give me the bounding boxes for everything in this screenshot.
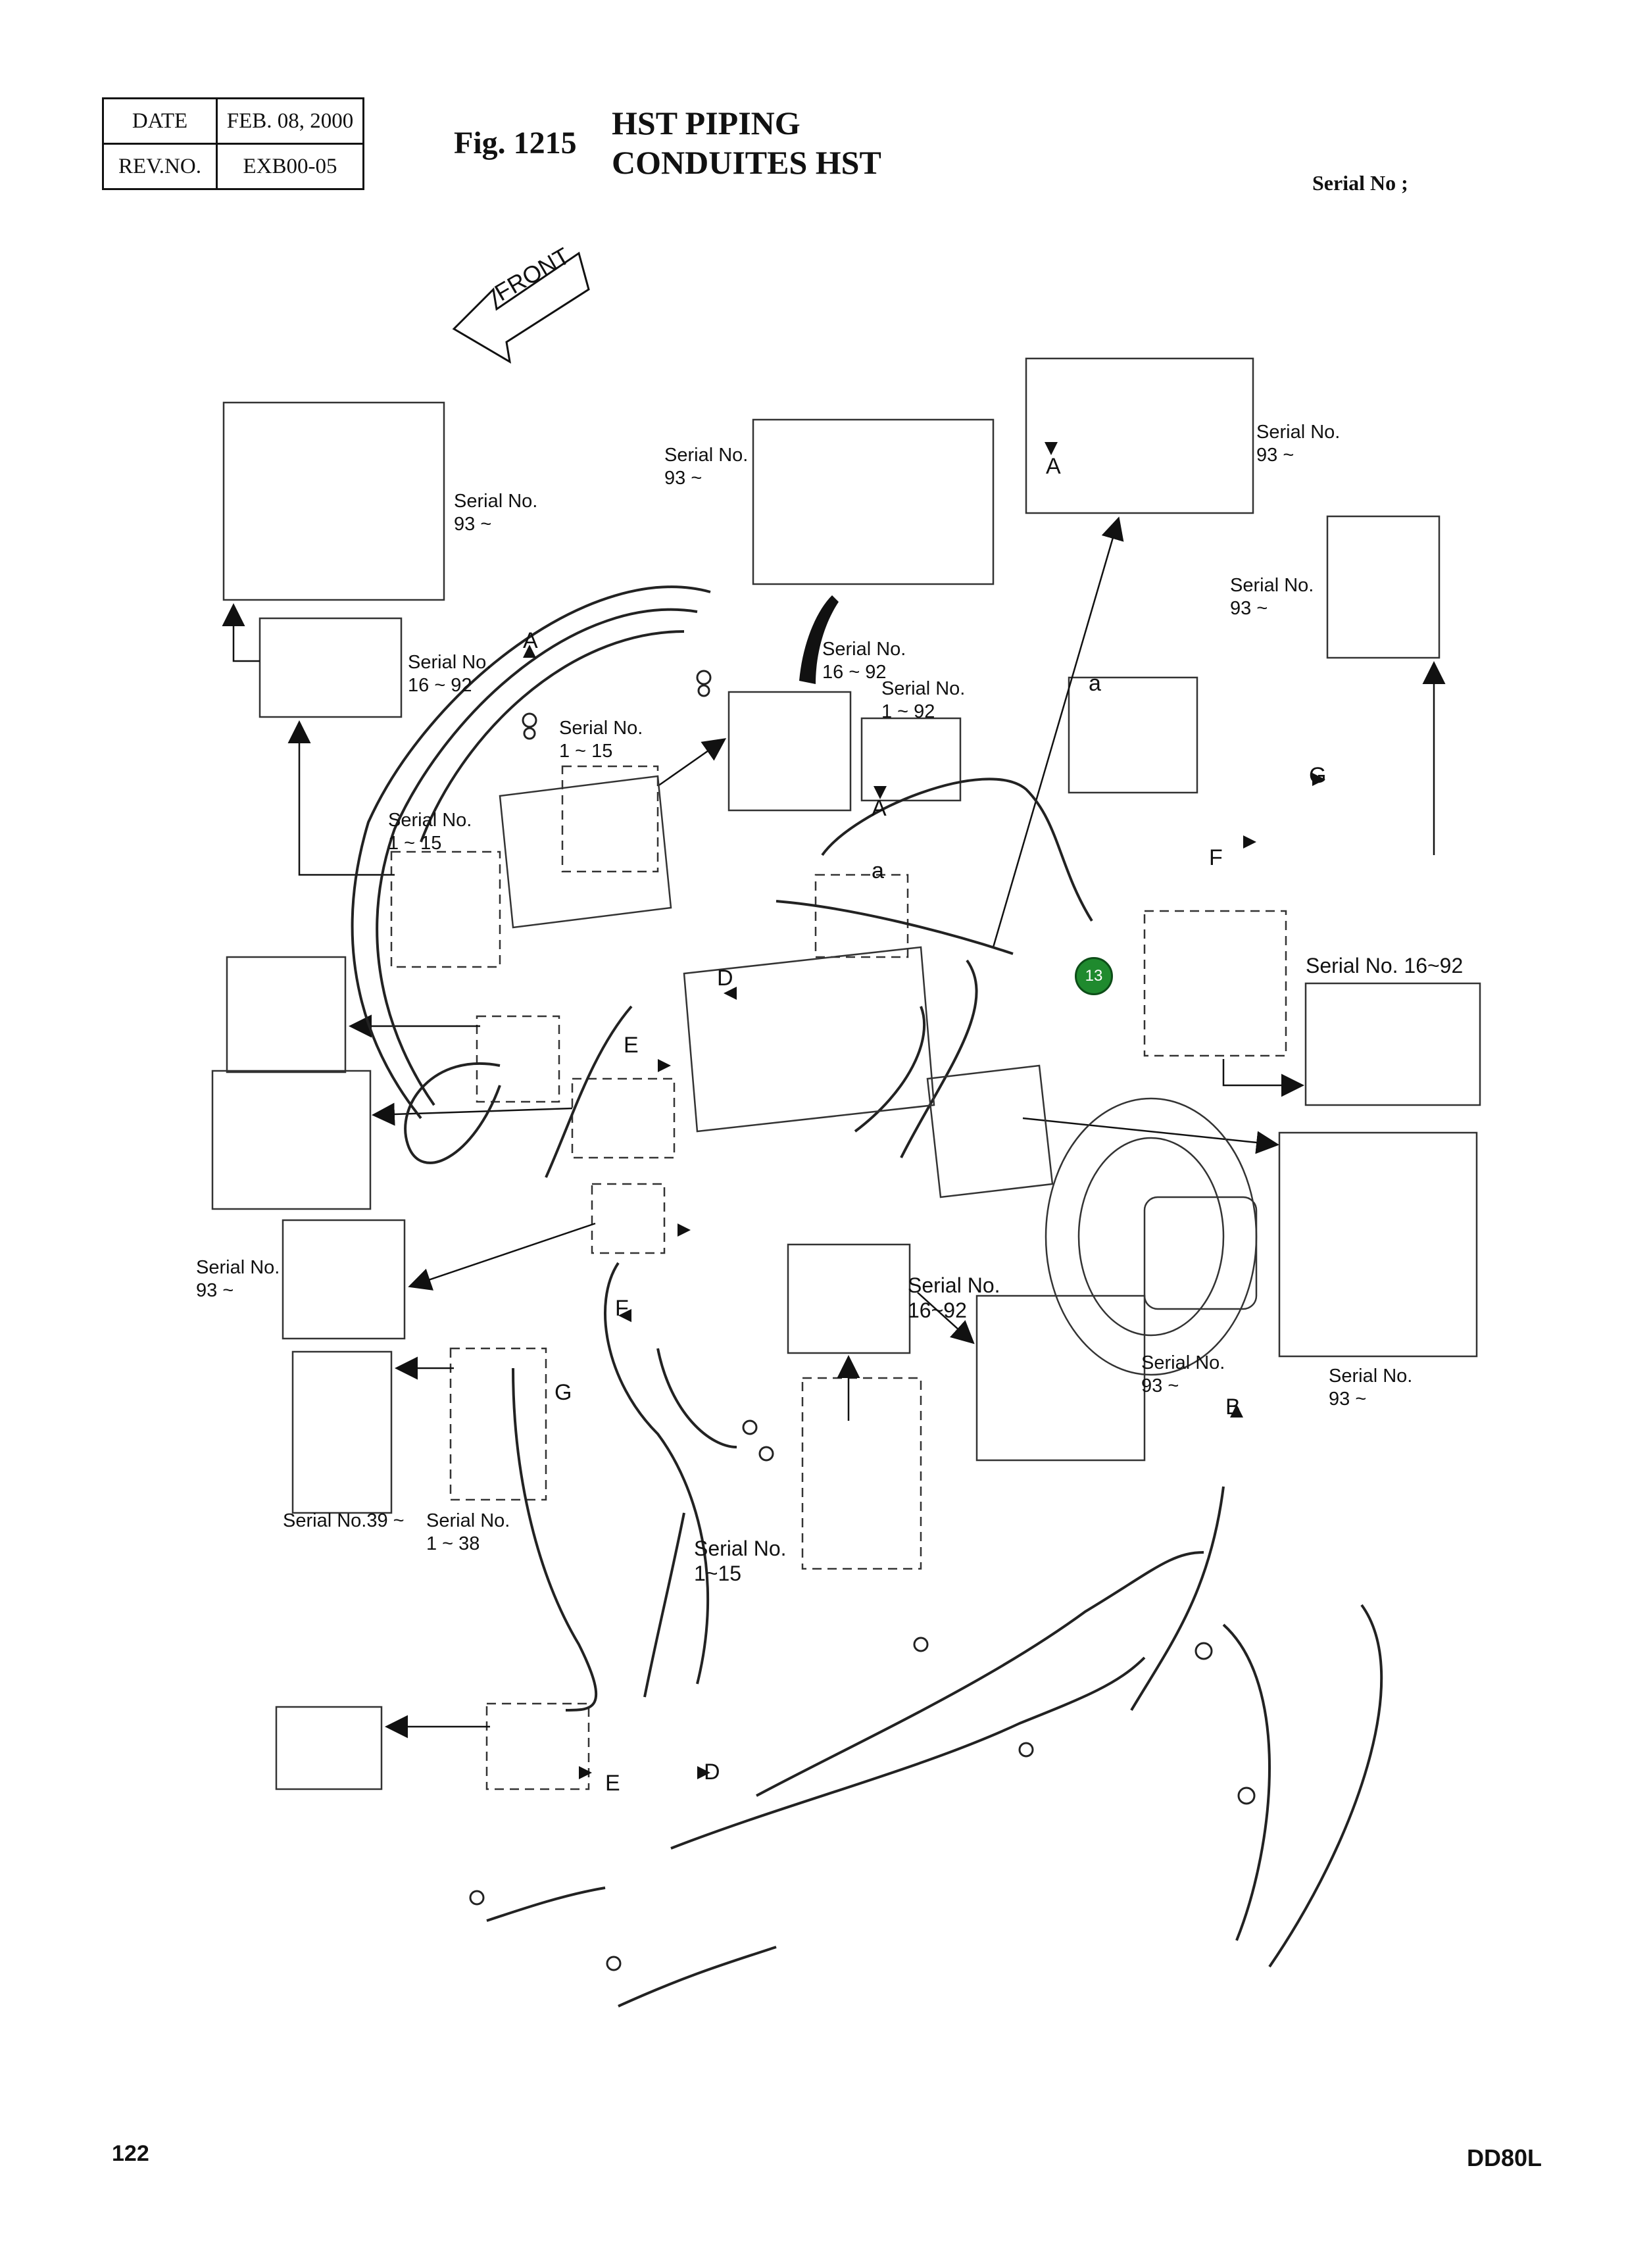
detail-box-top-left bbox=[222, 401, 445, 601]
view-letter-a-1: A bbox=[523, 628, 538, 653]
view-letter-d-2: D bbox=[704, 1760, 720, 1785]
callout-s93-bottom-right: Serial No. 93 ~ bbox=[1329, 1366, 1413, 1410]
detail-box-center bbox=[787, 1243, 911, 1354]
view-letter-a-2: A bbox=[1046, 454, 1061, 479]
callout-s16-92-right: Serial No. 16~92 bbox=[1306, 954, 1464, 977]
callout-s1-38: Serial No. 1 ~ 38 bbox=[426, 1510, 510, 1554]
detail-box-top-right bbox=[1025, 357, 1254, 514]
callout-s93-center-right: Serial No. 93 ~ bbox=[1141, 1352, 1225, 1396]
detail-box-a bbox=[1068, 676, 1198, 794]
view-letter-d-1: D bbox=[717, 966, 733, 991]
callout-s1-15-left: Serial No. 1 ~ 15 bbox=[388, 810, 472, 854]
model-name: DD80L bbox=[1467, 2144, 1542, 2171]
detail-box-s1-92 bbox=[860, 717, 962, 802]
part-13-marker[interactable]: 13 bbox=[1075, 957, 1113, 995]
detail-box-s16-92-right bbox=[1304, 982, 1481, 1106]
date-label: DATE bbox=[102, 97, 218, 145]
figure-number: Fig. 1215 bbox=[454, 126, 577, 160]
callout-s1-15-mid: Serial No. 1 ~ 15 bbox=[559, 718, 643, 762]
figure-title-en: HST PIPING bbox=[612, 105, 801, 141]
view-letter-lower-a-2: a bbox=[872, 858, 884, 883]
detail-box-left-1 bbox=[226, 956, 347, 1073]
date-value: FEB. 08, 2000 bbox=[216, 97, 364, 145]
view-letter-e-2: E bbox=[605, 1771, 620, 1796]
detail-box-s93-left bbox=[282, 1219, 406, 1340]
detail-box-s16-92-left bbox=[259, 617, 403, 718]
detail-box-left-2 bbox=[211, 1070, 372, 1210]
callout-s16-92-left: Serial No. 16 ~ 92 bbox=[408, 652, 492, 696]
callout-s39: Serial No.39 ~ bbox=[283, 1510, 405, 1531]
callout-s16-92-center: Serial No. 16~92 bbox=[908, 1273, 1000, 1323]
view-letter-a-3: A bbox=[872, 796, 887, 821]
view-letter-g-2: G bbox=[1309, 763, 1327, 788]
view-letter-e-1: E bbox=[624, 1033, 639, 1058]
rev-value: EXB00-05 bbox=[216, 143, 364, 190]
callout-s93-top-right: Serial No. 93 ~ bbox=[1256, 422, 1341, 466]
callout-s93-top-mid: Serial No. 93 ~ bbox=[664, 445, 749, 489]
callout-s1-15-bottom: Serial No. 1~15 bbox=[694, 1537, 787, 1586]
callout-s1-92: Serial No. 1 ~ 92 bbox=[881, 678, 966, 722]
callout-s16-92-arrow: Serial No. 16 ~ 92 bbox=[822, 639, 906, 683]
view-letter-g-1: G bbox=[554, 1380, 572, 1405]
rev-label: REV.NO. bbox=[102, 143, 218, 190]
detail-box-e bbox=[275, 1706, 383, 1790]
revision-table: DATE FEB. 08, 2000 REV.NO. EXB00-05 bbox=[102, 97, 364, 190]
serial-no-header: Serial No ; bbox=[1312, 171, 1408, 195]
detail-box-s1-15 bbox=[727, 691, 852, 812]
view-letter-f-2: F bbox=[1209, 845, 1223, 870]
detail-box-s93-right bbox=[1278, 1131, 1478, 1358]
detail-box-right-upper bbox=[1326, 515, 1441, 659]
callout-s93-right: Serial No. 93 ~ bbox=[1230, 575, 1314, 619]
front-arrow-icon bbox=[452, 251, 590, 364]
callout-s93-top-left: Serial No. 93 ~ bbox=[454, 491, 538, 535]
view-letter-lower-a-1: a bbox=[1089, 671, 1101, 696]
page-number: 122 bbox=[112, 2141, 149, 2166]
figure-title-fr: CONDUITES HST bbox=[612, 144, 881, 181]
view-letter-b: B bbox=[1225, 1394, 1241, 1419]
detail-box-top-mid bbox=[752, 418, 995, 585]
detail-box-s93-center bbox=[975, 1294, 1146, 1462]
view-letter-f-1: F bbox=[615, 1296, 629, 1321]
detail-box-s39 bbox=[291, 1350, 393, 1514]
callout-s93-left: Serial No. 93 ~ bbox=[196, 1257, 280, 1301]
